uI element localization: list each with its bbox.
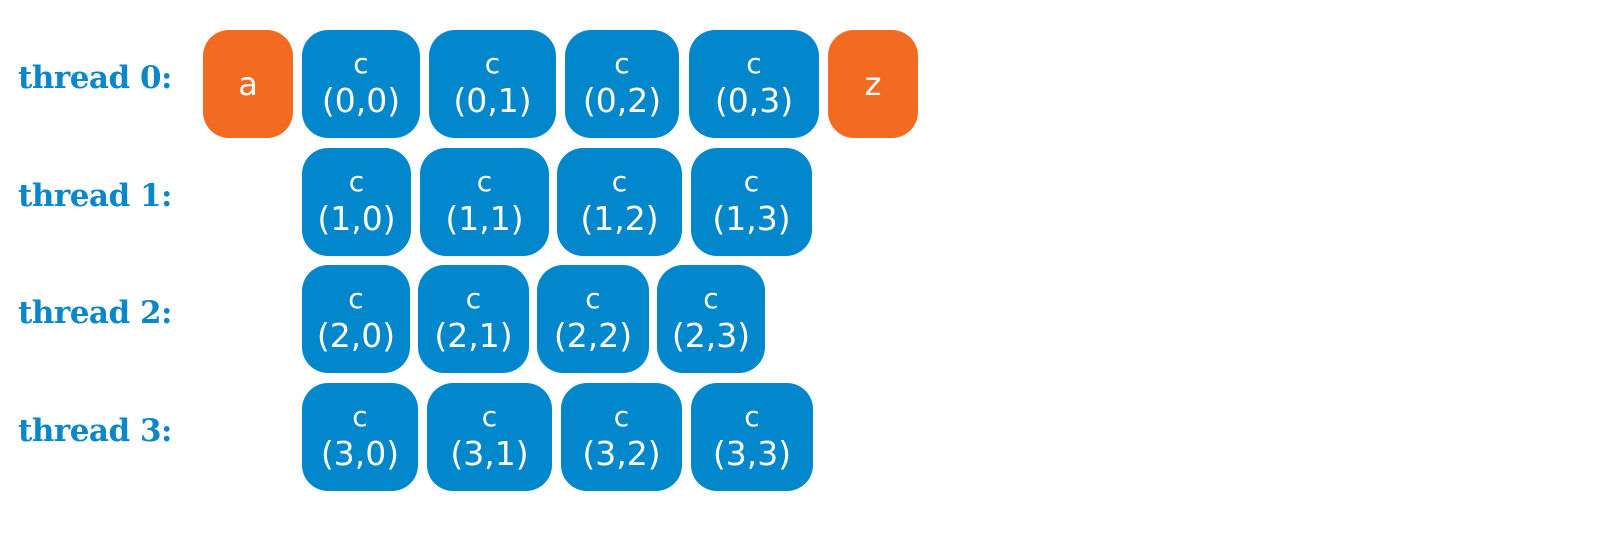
task-box: c (2,2) bbox=[537, 265, 649, 373]
task-coord: (0,2) bbox=[582, 81, 662, 120]
task-coord: (1,0) bbox=[317, 199, 396, 238]
task-box: c (2,3) bbox=[657, 265, 765, 373]
task-box: c (1,0) bbox=[302, 148, 411, 256]
task-box: c (3,2) bbox=[561, 383, 682, 491]
task-coord: (0,1) bbox=[453, 81, 532, 120]
thread-label: thread 2: bbox=[18, 295, 172, 331]
task-coord: (2,2) bbox=[553, 316, 633, 355]
task-name: c bbox=[743, 165, 760, 198]
task-coord: (3,1) bbox=[450, 434, 529, 473]
task-coord: (1,2) bbox=[580, 199, 659, 238]
task-coord: (0,0) bbox=[321, 81, 401, 120]
task-box: c (3,1) bbox=[427, 383, 552, 491]
thread-label: thread 1: bbox=[18, 178, 172, 214]
thread-row-0: thread 0: a c (0,0) c (0,1) c (0,2) c (0… bbox=[0, 30, 920, 138]
task-box: c (1,2) bbox=[557, 148, 682, 256]
task-coord: (1,1) bbox=[445, 199, 524, 238]
task-box: c (0,2) bbox=[565, 30, 679, 138]
task-name: c bbox=[348, 165, 365, 198]
task-coord: (0,3) bbox=[714, 81, 794, 120]
task-name: c bbox=[476, 165, 493, 198]
task-name: c bbox=[465, 282, 482, 315]
task-box: c (3,0) bbox=[302, 383, 418, 491]
task-name: c bbox=[746, 47, 762, 80]
task-name: c bbox=[585, 282, 601, 315]
end-task-label: z bbox=[864, 65, 882, 103]
task-box: c (1,1) bbox=[420, 148, 549, 256]
task-box: c (1,3) bbox=[691, 148, 812, 256]
task-name: c bbox=[613, 400, 630, 433]
task-name: c bbox=[481, 400, 498, 433]
task-coord: (2,3) bbox=[671, 316, 751, 355]
task-name: c bbox=[611, 165, 628, 198]
thread-row-2: thread 2: c (2,0) c (2,1) c (2,2) c (2,3… bbox=[0, 265, 920, 373]
task-name: c bbox=[352, 400, 368, 433]
task-name: c bbox=[348, 282, 364, 315]
task-coord: (1,3) bbox=[712, 199, 791, 238]
thread-row-3: thread 3: c (3,0) c (3,1) c (3,2) c (3,3… bbox=[0, 383, 920, 491]
task-coord: (2,1) bbox=[434, 316, 513, 355]
task-coord: (3,0) bbox=[320, 434, 400, 473]
thread-label: thread 0: bbox=[18, 60, 172, 96]
start-task-box: a bbox=[203, 30, 293, 138]
task-name: c bbox=[703, 282, 719, 315]
task-name: c bbox=[484, 47, 501, 80]
end-task-box: z bbox=[828, 30, 918, 138]
task-name: c bbox=[353, 47, 369, 80]
thread-label: thread 3: bbox=[18, 413, 172, 449]
task-box: c (0,1) bbox=[429, 30, 556, 138]
start-task-label: a bbox=[238, 65, 258, 103]
task-box: c (0,0) bbox=[302, 30, 420, 138]
task-box: c (0,3) bbox=[689, 30, 819, 138]
thread-row-1: thread 1: c (1,0) c (1,1) c (1,2) c (1,3… bbox=[0, 148, 920, 256]
task-coord: (3,2) bbox=[582, 434, 661, 473]
task-name: c bbox=[744, 400, 760, 433]
task-box: c (3,3) bbox=[691, 383, 813, 491]
task-coord: (3,3) bbox=[712, 434, 792, 473]
task-coord: (2,0) bbox=[316, 316, 396, 355]
task-name: c bbox=[614, 47, 630, 80]
task-box: c (2,1) bbox=[418, 265, 529, 373]
task-box: c (2,0) bbox=[302, 265, 410, 373]
